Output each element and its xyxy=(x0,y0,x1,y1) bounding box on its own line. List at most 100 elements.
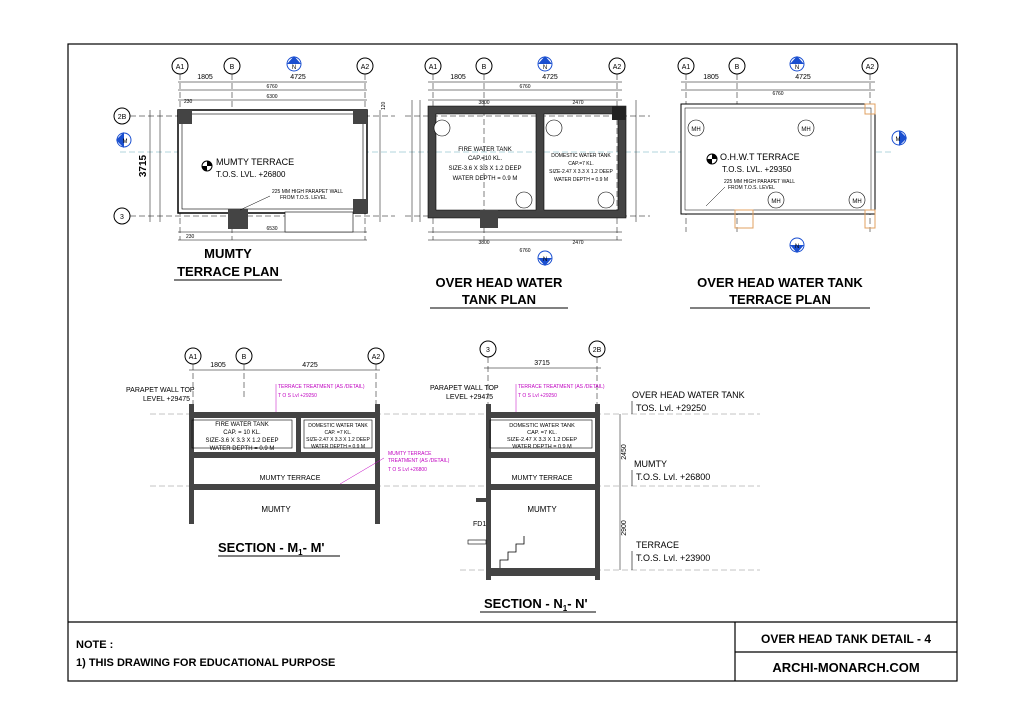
svg-text:A1: A1 xyxy=(189,354,198,361)
domestic-tank-name: DOMESTIC WATER TANK xyxy=(509,423,575,429)
dim-3800-bottom: 3800 xyxy=(478,240,489,246)
parapet-inner xyxy=(684,107,872,211)
sheet-border xyxy=(67,43,958,682)
svg-text:MH: MH xyxy=(801,127,810,133)
domestic-tank-size: SIZE-2.47 X 3.3 X 1.2 DEEP xyxy=(549,169,613,175)
level-marker xyxy=(201,160,213,172)
section-n-title: SECTION - N1- N' xyxy=(484,596,588,613)
domestic-tank-cap: CAP.=7 KL. xyxy=(568,161,594,167)
section-marker-n-top: N xyxy=(286,56,302,72)
dim-4725: 4725 xyxy=(290,74,306,81)
mumty-treatment-note-2: TREATMENT (AS /DETAIL) xyxy=(388,458,450,464)
dimension-lines xyxy=(411,81,637,241)
manhole-1: MH xyxy=(687,119,705,137)
svg-text:3: 3 xyxy=(120,214,124,221)
svg-text:A1: A1 xyxy=(682,64,691,71)
dim-1805: 1805 xyxy=(210,362,226,369)
section-n: 3 2B 3715 PARAPET WALL TOP LEVEL +29475 … xyxy=(430,340,760,613)
level-terrace-value: T.O.S. Lvl. +23900 xyxy=(636,553,710,563)
svg-text:A2: A2 xyxy=(613,64,622,71)
grid-bubble-a2: A2 xyxy=(367,347,385,365)
ohwt-plan: A1 B A2 N N xyxy=(400,56,660,309)
svg-text:2B: 2B xyxy=(593,347,602,354)
svg-text:B: B xyxy=(230,64,235,71)
title-block: NOTE : 1) THIS DRAWING FOR EDUCATIONAL P… xyxy=(68,621,957,681)
mumty-label: MUMTY xyxy=(527,505,557,514)
terrace-treatment-note: TERRACE TREATMENT (AS /DETAIL) xyxy=(278,384,365,390)
grid-bubble-3: 3 xyxy=(479,340,497,358)
tank-walls xyxy=(427,105,627,219)
column xyxy=(228,209,248,229)
grid-bubble-a2: A2 xyxy=(356,57,374,75)
mumty-outline xyxy=(177,109,368,214)
fire-tank-cap: CAP. = 10 KL. xyxy=(223,430,261,436)
svg-text:A1: A1 xyxy=(176,64,185,71)
svg-text:MH: MH xyxy=(771,199,780,205)
svg-text:MH: MH xyxy=(691,127,700,133)
fire-tank-depth: WATER DEPTH = 0.9 M xyxy=(210,446,275,452)
mumty-terrace-label: MUMTY TERRACE xyxy=(260,475,321,482)
manhole-3: MH xyxy=(767,191,785,209)
level-mumty-value: T.O.S. Lvl. +26800 xyxy=(636,472,710,482)
dim-120: 120 xyxy=(381,101,387,110)
parapet-top-note: PARAPET WALL TOP xyxy=(430,385,499,392)
terrace-tos-note: T O S Lvl +29250 xyxy=(278,393,317,399)
svg-text:A2: A2 xyxy=(372,354,381,361)
svg-text:N: N xyxy=(543,65,547,71)
door-tag-fd1: FD1 xyxy=(473,521,486,528)
fire-tank-size: SIZE-3.6 X 3.3 X 1.2 DEEP xyxy=(448,166,521,172)
column xyxy=(864,209,876,229)
level-mumty-label: MUMTY xyxy=(634,459,667,469)
fire-tank-depth: WATER DEPTH = 0.9 M xyxy=(453,176,518,182)
mumty-terrace-label: MUMTY TERRACE xyxy=(216,157,294,167)
grid-bubble-b: B xyxy=(728,57,746,75)
parapet-note-2: FROM T.O.S. LEVEL xyxy=(728,185,775,191)
section-marker-n-top: N xyxy=(537,56,553,72)
dim-3800: 3800 xyxy=(478,100,489,106)
right-wall xyxy=(375,404,380,524)
column xyxy=(353,110,367,124)
column xyxy=(353,199,367,213)
fire-tank-name: FIRE WATER TANK xyxy=(458,147,511,153)
fire-tank-size: SIZE-3.6 X 3.3 X 1.2 DEEP xyxy=(205,438,278,444)
parapet-top-level: LEVEL +29475 xyxy=(446,394,493,401)
dim-230: 230 xyxy=(184,99,193,105)
fire-tank-outline xyxy=(191,419,293,449)
terrace-tos-note: T O S Lvl +29250 xyxy=(518,393,557,399)
dim-2450: 2450 xyxy=(621,444,628,460)
domestic-tank-name: DOMESTIC WATER TANK xyxy=(551,153,611,159)
door-frame xyxy=(467,539,487,545)
svg-text:B: B xyxy=(242,354,247,361)
dim-1805: 1805 xyxy=(703,74,719,81)
mumty-terrace-plan: A1 B A2 2B 3 N M xyxy=(113,56,400,281)
door-projection xyxy=(284,211,354,233)
grid-bubble-3: 3 xyxy=(113,207,131,225)
grid-bubble-2b: 2B xyxy=(588,340,606,358)
dim-6760: 6760 xyxy=(519,84,530,90)
mumty-terrace-label: MUMTY TERRACE xyxy=(512,475,573,482)
mumty-plan-title-2: TERRACE PLAN xyxy=(177,264,279,279)
mumty-treatment-note: MUMTY TERRACE xyxy=(388,451,432,457)
ohwt-terrace-title: OVER HEAD WATER TANK xyxy=(697,275,863,290)
svg-text:3: 3 xyxy=(486,347,490,354)
mumty-plan-title: MUMTY xyxy=(204,246,252,261)
right-wall xyxy=(595,404,600,580)
note-line-1: 1) THIS DRAWING FOR EDUCATIONAL PURPOSE xyxy=(76,657,335,669)
column xyxy=(480,210,498,228)
site-credit: ARCHI-MONARCH.COM xyxy=(772,660,919,675)
dim-1805: 1805 xyxy=(197,74,213,81)
stair-steps xyxy=(499,536,525,568)
manhole-4: MH xyxy=(848,191,866,209)
ohwt-terrace-plan: A1 B A2 N N M xyxy=(660,56,907,309)
floor-slab xyxy=(491,568,595,576)
grid-bubble-a2: A2 xyxy=(861,57,879,75)
grid-bubble-a1: A1 xyxy=(171,57,189,75)
dimension-lines xyxy=(681,81,875,91)
grid-bubble-b: B xyxy=(475,57,493,75)
dim-230-bottom: 230 xyxy=(186,234,195,240)
domestic-tank-cap: CAP. =7 KL. xyxy=(527,430,557,436)
domestic-tank-size: SIZE-2.47 X 3.3 X 1.2 DEEP xyxy=(306,437,370,443)
svg-text:N: N xyxy=(795,65,799,71)
column xyxy=(612,106,626,120)
mumty-tos-note: T O S Lvl +26800 xyxy=(388,467,427,473)
